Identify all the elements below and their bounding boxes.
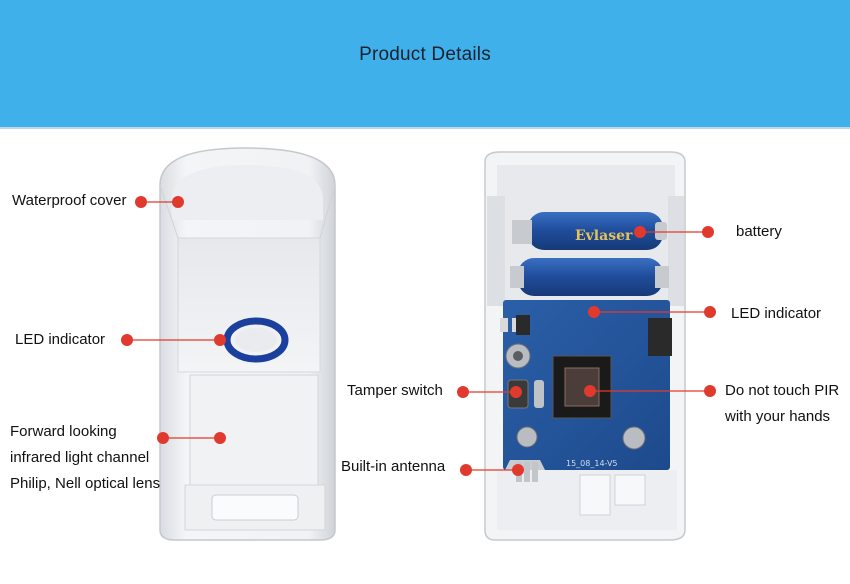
label-built-in-antenna: Built-in antenna (341, 458, 446, 475)
label-pir-line2: with your hands (725, 408, 831, 425)
battery-bottom (510, 258, 669, 296)
board-marking-text: 15_08_14-V5 (566, 459, 618, 468)
marker-dot (214, 432, 226, 444)
label-lens-line2: infrared light channel (10, 449, 150, 466)
callout-markers (121, 196, 716, 476)
label-led-indicator-right: LED indicator (731, 305, 822, 322)
left-led-ring-icon (223, 317, 289, 363)
marker-dot (704, 306, 716, 318)
pcb-components: 15_08_14-V5 (500, 315, 672, 482)
label-waterproof-cover: Waterproof cover (12, 192, 127, 209)
label-lens-line1: Forward looking (10, 423, 117, 440)
marker-dot (457, 386, 469, 398)
header-banner (0, 0, 850, 127)
header-divider (0, 127, 850, 129)
marker-dot (214, 334, 226, 346)
marker-dot (634, 226, 646, 238)
label-tamper-switch: Tamper switch (347, 382, 443, 399)
battery-brand-text: Evlaser (575, 228, 633, 244)
marker-dot (702, 226, 714, 238)
label-battery: battery (736, 223, 782, 240)
marker-dot (704, 385, 716, 397)
marker-dot (460, 464, 472, 476)
marker-dot (172, 196, 184, 208)
callout-lines (127, 201, 710, 471)
marker-dot (584, 385, 596, 397)
marker-dot (510, 386, 522, 398)
page-title: Product Details (359, 44, 491, 65)
marker-dot (157, 432, 169, 444)
label-pir-line1: Do not touch PIR (725, 382, 840, 399)
battery-top: Evlaser (512, 212, 667, 250)
marker-dot (588, 306, 600, 318)
marker-dot (121, 334, 133, 346)
marker-dot (135, 196, 147, 208)
marker-dot (512, 464, 524, 476)
label-led-indicator-left: LED indicator (15, 331, 106, 348)
label-lens-line3: Philip, Nell optical lens (10, 475, 161, 492)
